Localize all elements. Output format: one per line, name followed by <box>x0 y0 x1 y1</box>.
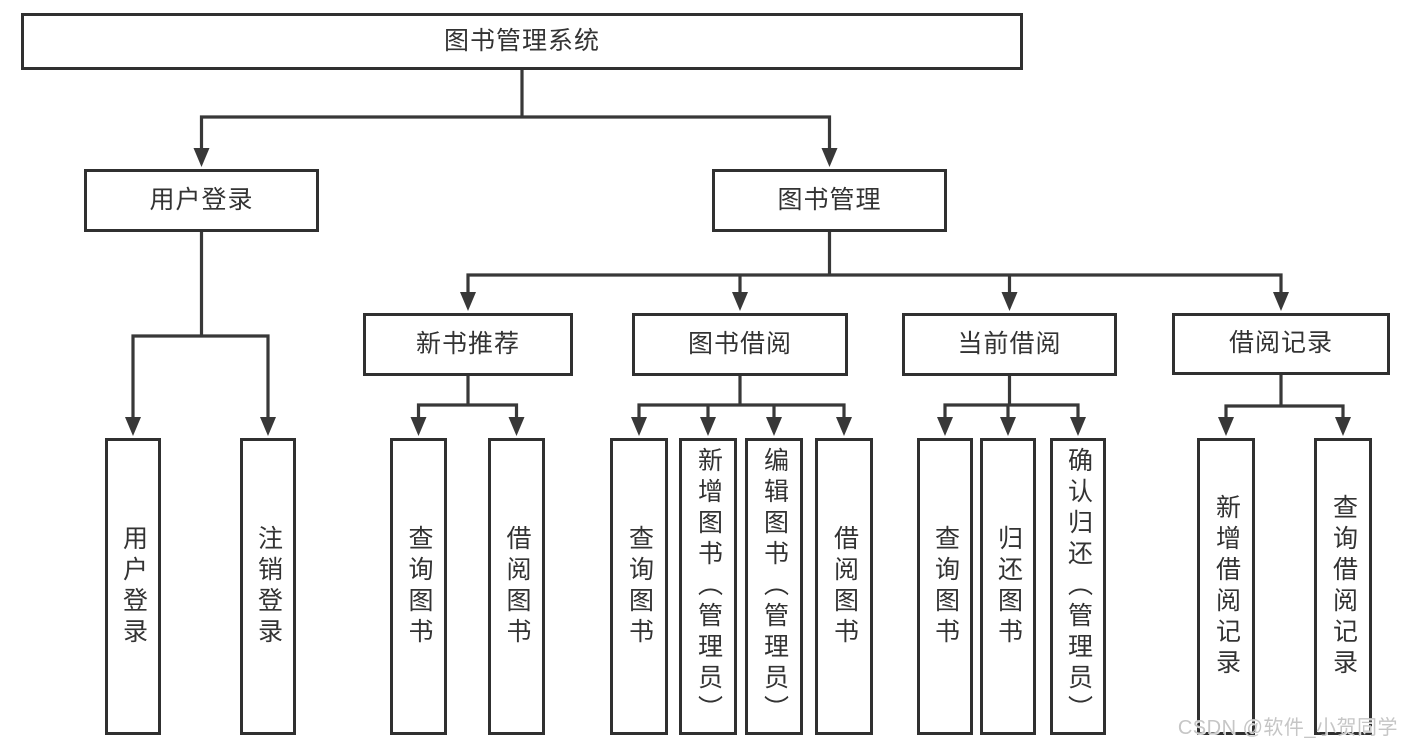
node-label: 图书管理 <box>777 185 882 214</box>
arrowhead-icon <box>1218 417 1234 436</box>
node-label: 确认归还（管理员） <box>1064 447 1093 726</box>
node-label: 查询图书 <box>405 524 433 649</box>
node-book-mgmt: 图书管理 <box>712 169 947 232</box>
node-label: 借阅图书 <box>503 524 531 649</box>
arrowhead-icon <box>1001 292 1018 311</box>
node-label: 归还图书 <box>994 524 1023 649</box>
node-label: 查询图书 <box>931 524 960 649</box>
arrowhead-icon <box>631 417 647 436</box>
arrowhead-icon <box>732 292 748 311</box>
node-leaf-logout: 注销登录 <box>240 438 296 735</box>
node-label: 新书推荐 <box>415 329 520 358</box>
node-new-book-rec: 新书推荐 <box>363 313 573 376</box>
node-label: 图书管理系统 <box>443 26 600 55</box>
node-label: 图书借阅 <box>687 329 792 358</box>
arrowhead-icon <box>1273 292 1289 311</box>
node-label: 新增图书（管理员） <box>694 447 723 726</box>
arrowhead-icon <box>1000 417 1016 436</box>
arrowhead-icon <box>1335 417 1351 436</box>
node-current-borrow: 当前借阅 <box>902 313 1117 376</box>
connector-path <box>131 68 1345 424</box>
node-leaf-borrow-book-new: 借阅图书 <box>488 438 545 735</box>
arrowhead-icon <box>700 417 716 436</box>
arrowhead-icon <box>836 417 852 436</box>
node-leaf-return-book: 归还图书 <box>980 438 1036 735</box>
arrowhead-icon <box>821 148 838 167</box>
node-leaf-add-book: 新增图书（管理员） <box>679 438 737 735</box>
arrowhead-icon <box>937 417 953 436</box>
node-label: 查询借阅记录 <box>1329 493 1358 680</box>
node-leaf-user-login: 用户登录 <box>105 438 161 735</box>
node-label: 用户登录 <box>149 185 254 214</box>
node-label: 新增借阅记录 <box>1212 493 1241 680</box>
node-leaf-add-borrow-record: 新增借阅记录 <box>1197 438 1255 735</box>
node-label: 借阅图书 <box>830 524 859 649</box>
node-leaf-borrow-book-borrow: 借阅图书 <box>815 438 873 735</box>
node-leaf-edit-book: 编辑图书（管理员） <box>745 438 803 735</box>
node-label: 用户登录 <box>119 524 148 649</box>
node-user-login: 用户登录 <box>84 169 319 232</box>
node-leaf-query-book-new: 查询图书 <box>390 438 447 735</box>
node-label: 注销登录 <box>254 524 283 649</box>
arrowhead-icon <box>410 417 427 436</box>
arrowhead-icon <box>260 417 276 436</box>
arrowhead-icon <box>193 148 210 167</box>
node-label: 查询图书 <box>625 524 654 649</box>
node-label: 当前借阅 <box>957 329 1062 358</box>
node-book-borrow: 图书借阅 <box>632 313 848 376</box>
node-label: 编辑图书（管理员） <box>760 447 789 726</box>
arrowhead-icon <box>766 417 782 436</box>
node-leaf-query-book-borrow: 查询图书 <box>610 438 668 735</box>
node-leaf-confirm-return: 确认归还（管理员） <box>1050 438 1106 735</box>
node-leaf-query-book-current: 查询图书 <box>917 438 973 735</box>
arrowhead-icon <box>1070 417 1086 436</box>
node-label: 借阅记录 <box>1228 329 1333 358</box>
node-root: 图书管理系统 <box>21 13 1023 70</box>
node-leaf-query-borrow-record: 查询借阅记录 <box>1314 438 1372 735</box>
node-borrow-record: 借阅记录 <box>1172 313 1390 375</box>
arrowhead-icon <box>508 417 525 436</box>
arrowhead-icon <box>460 292 476 311</box>
arrowhead-icon <box>125 417 141 436</box>
